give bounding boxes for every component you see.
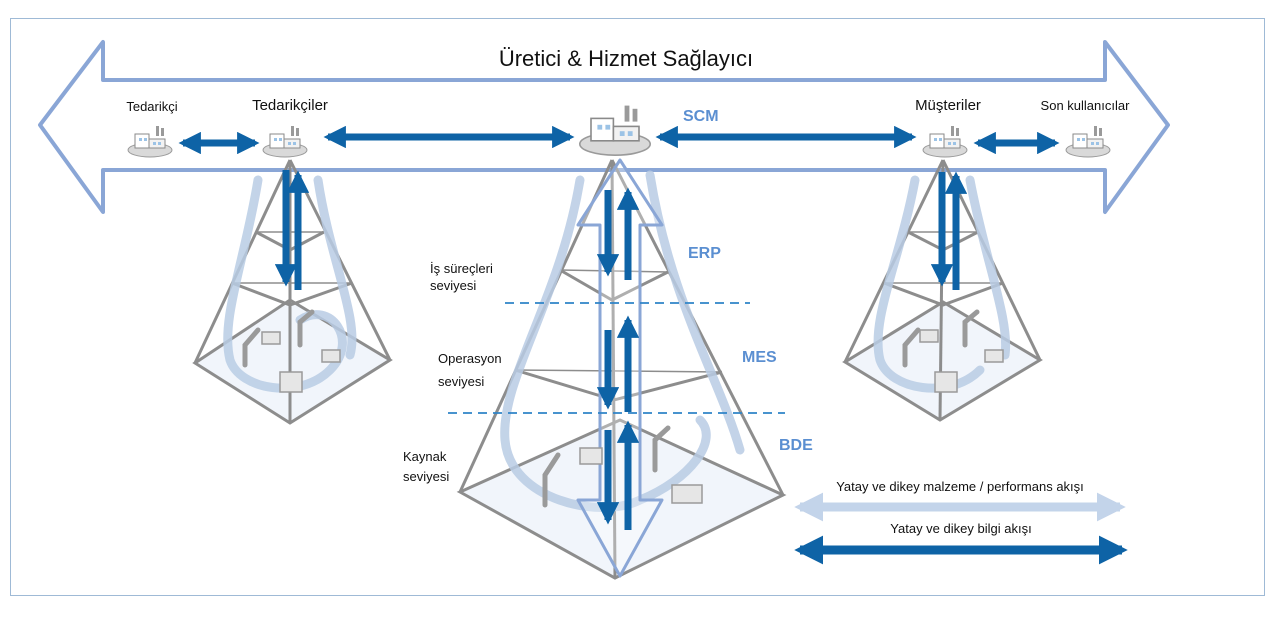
label-business-level-2: seviyesi (430, 278, 476, 293)
vertical-outline-arrow (576, 158, 664, 578)
legend-material-label: Yatay ve dikey malzeme / performans akış… (836, 479, 1084, 494)
label-supplier: Tedarikçi (126, 99, 177, 114)
label-resource-level-2: seviyesi (403, 469, 449, 484)
label-operation-level-1: Operasyon (438, 351, 502, 366)
label-bde: BDE (779, 437, 813, 454)
diagram-frame (10, 18, 1265, 596)
box-icon (261, 329, 1004, 504)
label-business-level-1: İş süreçleri (430, 261, 493, 276)
legend-info-label: Yatay ve dikey bilgi akışı (890, 521, 1031, 536)
diagram-title: Üretici & Hizmet Sağlayıcı (499, 46, 753, 71)
label-erp: ERP (688, 245, 721, 262)
robot-arm-icon (242, 309, 980, 508)
level-separators (448, 302, 785, 414)
label-resource-level-1: Kaynak (403, 449, 447, 464)
label-scm: SCM (683, 108, 719, 125)
legend: Yatay ve dikey malzeme / performans akış… (794, 479, 1128, 565)
label-operation-level-2: seviyesi (438, 374, 484, 389)
horizontal-info-arrows (178, 125, 1060, 155)
label-end-users: Son kullanıcılar (1041, 98, 1131, 113)
label-suppliers: Tedarikçiler (252, 97, 328, 114)
label-mes: MES (742, 349, 777, 366)
vertical-info-arrows (274, 170, 968, 530)
label-customers: Müşteriler (915, 97, 981, 114)
